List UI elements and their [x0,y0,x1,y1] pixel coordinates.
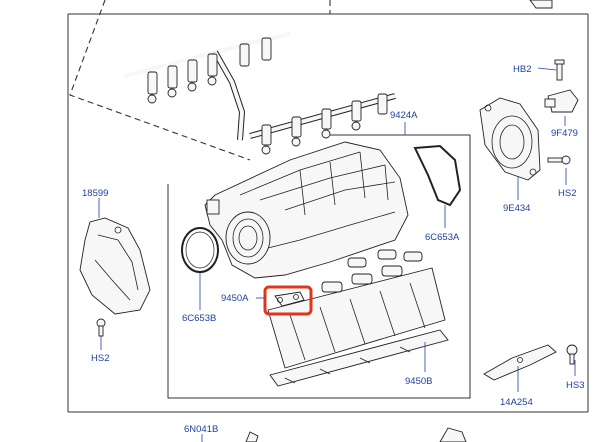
cover-18599 [79,217,151,315]
label-hs2-left[interactable]: HS2 [91,353,109,364]
fuel-rail-boundary [69,0,251,161]
label-9450b[interactable]: 9450B [405,376,432,387]
label-hs2-right[interactable]: HS2 [558,188,576,199]
gasket-6c653a [413,144,462,207]
corner-tab [529,0,553,9]
label-9424a[interactable]: 9424A [390,110,418,121]
label-14a254[interactable]: 14A254 [500,397,533,408]
highlighted-part-9450a[interactable] [263,285,313,316]
leader-lines [98,67,576,442]
label-9f479[interactable]: 9F479 [551,128,578,139]
gasket-6c653b [181,227,219,273]
label-6c653b[interactable]: 6C653B [182,313,216,324]
bottom-partial-parts [245,427,467,442]
label-6n041b[interactable]: 6N041B [184,424,218,435]
diagram-frame [67,13,589,413]
fuel-rail [124,32,396,155]
label-9450a[interactable]: 9450A [221,293,249,304]
intake-manifold [204,141,409,279]
sensor-9f479 [544,89,579,113]
throttle-body-9e434 [479,97,541,181]
label-9e434[interactable]: 9E434 [503,203,530,214]
bolt-hs3 [566,344,578,365]
label-hs3[interactable]: HS3 [566,380,584,391]
bolt-hs2-left [96,318,106,337]
lower-manifold [267,267,449,387]
bolt-hs2-right [547,155,571,165]
label-hb2[interactable]: HB2 [513,64,531,75]
manifold-box [167,134,471,399]
bolt-hb2 [554,59,565,81]
bracket-14a254 [483,344,557,381]
label-18599[interactable]: 18599 [82,188,108,199]
clips-9450a [321,249,423,293]
label-6c653a[interactable]: 6C653A [425,232,460,243]
part-labels: HB2 9F479 HS2 9E434 9424A 6C653A 18599 9… [82,64,584,435]
